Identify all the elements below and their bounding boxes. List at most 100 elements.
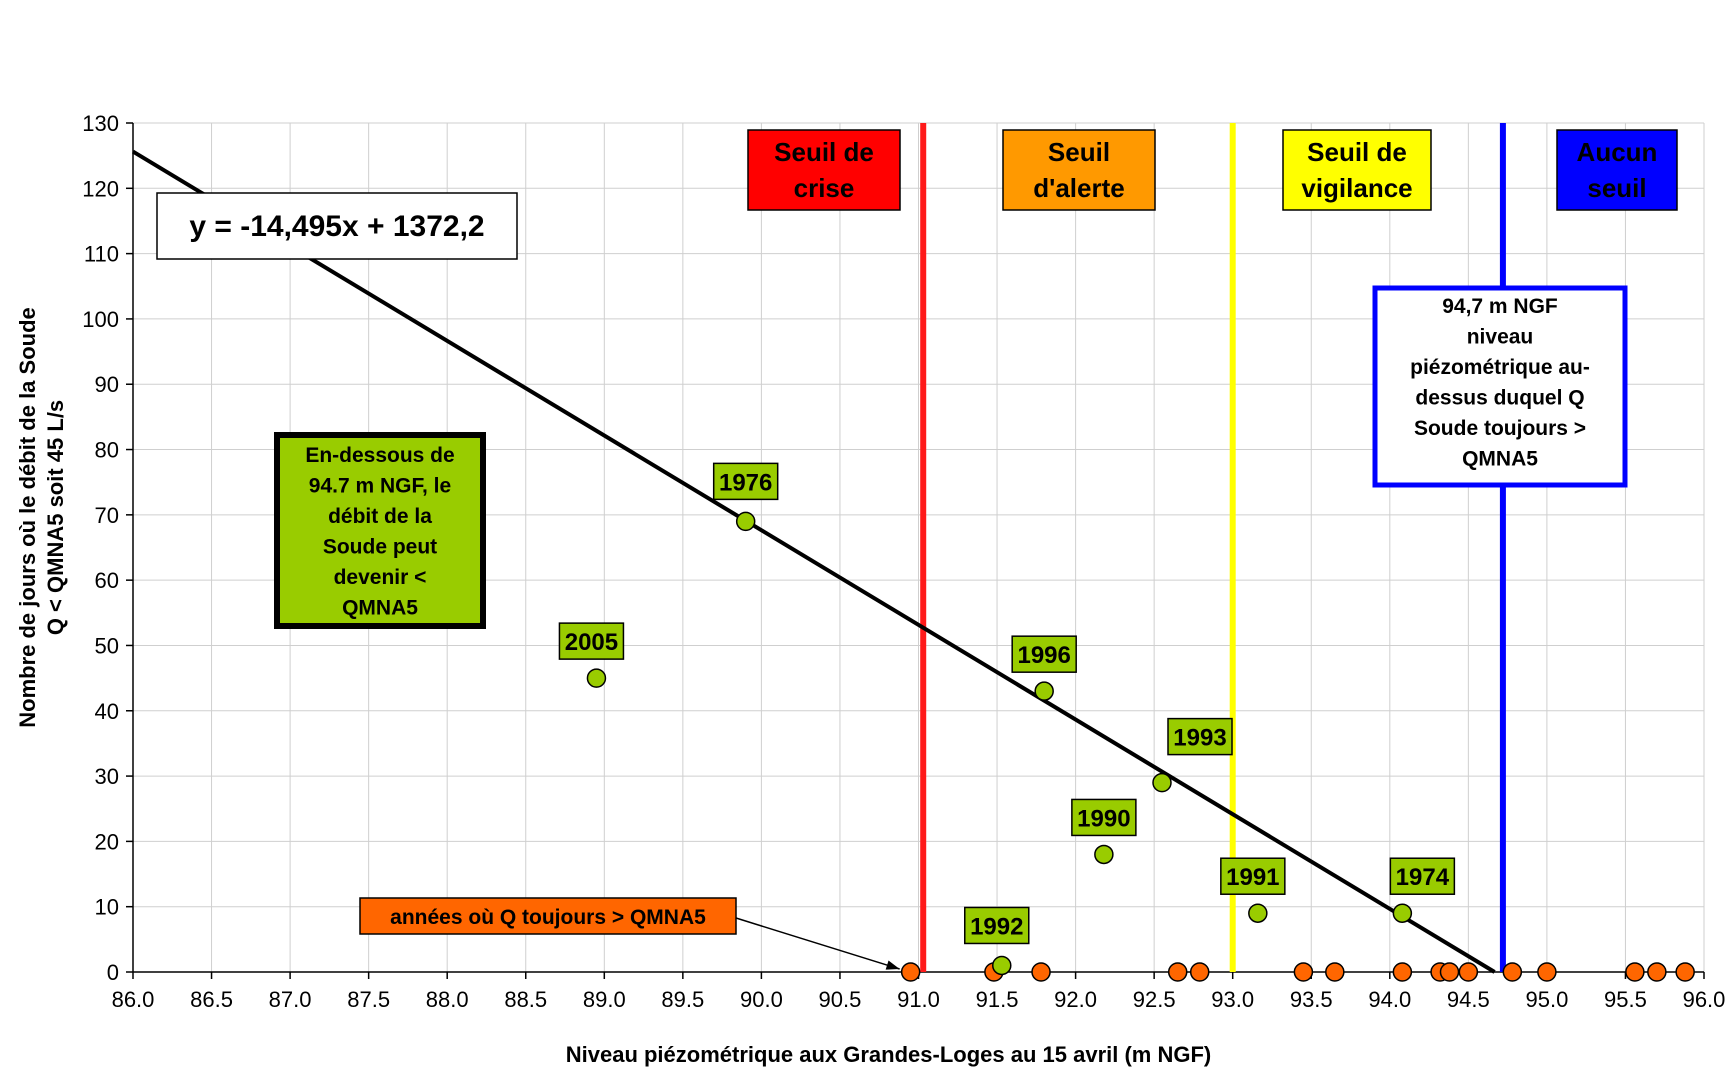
threshold-box: Aucun seuil [1556,129,1678,211]
y-tick-label: 0 [107,960,119,985]
point-label-bg [964,906,1030,945]
data-point [1248,903,1268,923]
trendline [131,149,1496,974]
above-threshold-text: Soude toujours > [1414,417,1586,440]
zero-point [1647,962,1667,982]
below-threshold-text: devenir < [334,566,427,589]
y-tick-label: 20 [95,829,119,854]
point-label-bg [1011,635,1077,673]
data-point [1152,772,1172,793]
point-label: 2005 [558,622,625,660]
point-label-bg [712,462,779,501]
zero-note-arrowhead [885,960,900,970]
point-label-text: 2005 [565,629,618,656]
y-tick-label: 110 [84,242,119,267]
y-tick-label: 100 [82,307,119,332]
point-label: 1974 [1389,857,1456,895]
point-label: 1991 [1220,857,1286,895]
above-threshold-text: QMNA5 [1462,448,1538,471]
y-axis-title-line: Q < QMNA5 soit 45 L/s [43,400,68,635]
point-label-text: 1993 [1173,725,1226,752]
x-tick-label: 88.0 [426,987,469,1012]
point-label-text: 1992 [970,913,1023,940]
x-tick-label: 87.5 [347,987,390,1012]
point-label-bg [1071,798,1137,837]
point-label-text: 1996 [1017,642,1070,669]
data-point [735,511,756,532]
zero-point [1325,962,1345,982]
x-tick-label: 90.5 [819,987,862,1012]
below-threshold-box-bg [274,432,486,629]
x-tick-label: 87.0 [269,987,312,1012]
data-point [992,955,1012,976]
zero-point [1293,962,1314,982]
data-point [1094,844,1114,865]
threshold-box-bg [1282,129,1432,211]
x-tick-label: 86.0 [112,987,155,1012]
above-threshold-text: piézométrique au- [1410,356,1590,379]
point-label-bg [558,622,625,660]
threshold-box-bg [1556,129,1678,211]
above-threshold-text: niveau [1467,326,1534,349]
x-tick-label: 92.0 [1054,987,1097,1012]
below-threshold-text: Soude peut [323,536,437,559]
threshold-box-label: vigilance [1301,173,1412,203]
threshold-box: Seuil de crise [747,129,901,211]
data-point [1034,681,1054,701]
y-tick-label: 30 [95,764,119,789]
equation-box: y = -14,495x + 1372,2 [156,192,518,260]
y-tick-label: 80 [95,438,119,463]
x-tick-label: 89.0 [583,987,626,1012]
point-labels: 1976 2005 1996 1993 1990 1991 1974 1992 [558,462,1456,945]
point-label: 1990 [1071,798,1137,837]
point-label-text: 1976 [719,469,772,496]
point-label: 1993 [1167,717,1233,756]
y-tick-label: 60 [95,568,119,593]
x-tick-label: 86.5 [190,987,233,1012]
point-label-bg [1220,857,1286,895]
threshold-box-label: Aucun [1577,137,1658,167]
threshold-box-label: crise [794,173,855,203]
point-label-text: 1990 [1077,805,1130,832]
zero-point [1537,962,1557,982]
above-threshold-text: 94,7 m NGF [1442,295,1558,318]
x-tick-label: 94.5 [1447,987,1490,1012]
threshold-lines [920,123,1506,972]
y-axis-title-line: Nombre de jours où le débit de la Soude [15,307,40,728]
y-tick-label: 90 [95,372,119,397]
point-label-bg [1389,857,1456,895]
x-tick-label: 94.0 [1368,987,1411,1012]
zero-point [1439,962,1460,982]
zero-point [1392,962,1413,982]
x-tick-label: 88.5 [504,987,547,1012]
x-tick-label: 96.0 [1683,987,1726,1012]
threshold-box-label: Seuil de [774,137,874,167]
y-tick-label: 50 [95,633,119,658]
threshold-box-label: seuil [1587,173,1646,203]
below-threshold-text: débit de la [328,505,432,528]
x-tick-label: 89.5 [661,987,704,1012]
data-point [586,668,607,688]
above-threshold-box-bg [1372,285,1628,488]
zero-note-text: années où Q toujours > QMNA5 [390,906,706,929]
x-tick-label: 93.5 [1290,987,1333,1012]
zero-note: années où Q toujours > QMNA5 [359,897,900,970]
x-tick-label: 91.0 [897,987,940,1012]
point-label: 1992 [964,906,1030,945]
zero-point [1167,962,1188,982]
zero-point [1189,962,1210,982]
equation-box-bg [156,192,518,260]
zero-point [1625,962,1645,982]
y-tick-label: 40 [95,699,119,724]
equation-text: y = -14,495x + 1372,2 [189,210,484,243]
threshold-box-bg [1002,129,1156,211]
